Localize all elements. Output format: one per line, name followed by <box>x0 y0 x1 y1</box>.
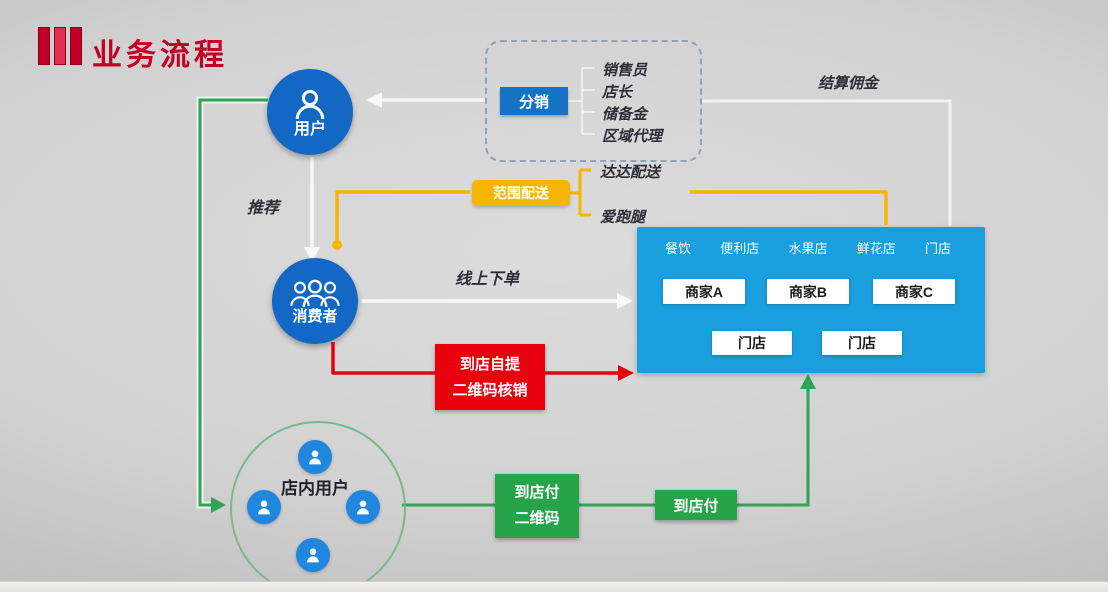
settle-label: 结算佣金 <box>818 74 879 92</box>
consumer-group-icon <box>289 278 341 308</box>
store-box-2: 门店 <box>822 331 902 355</box>
instore-users-circle <box>230 421 406 592</box>
distribution-item-salesperson: 销售员 <box>602 61 648 79</box>
merchant-a-box: 商家A <box>663 279 745 304</box>
settle-line <box>700 99 952 226</box>
delivery-line-dot <box>332 240 342 250</box>
slide-bottom-strip <box>0 581 1108 592</box>
range-delivery-label: 范围配送 <box>493 185 549 201</box>
distribution-group-box <box>485 40 702 162</box>
delivery-option-dada: 达达配送 <box>600 163 661 181</box>
pay-box: 到店付 <box>655 490 737 520</box>
distribution-chip: 分销 <box>500 87 568 115</box>
pay-flow-arrowhead <box>800 374 816 389</box>
tab-fruit-store[interactable]: 水果店 <box>788 241 828 256</box>
merchant-c-box: 商家C <box>873 279 955 304</box>
user-label: 用户 <box>293 120 326 138</box>
merchant-b-box: 商家B <box>767 279 849 304</box>
tab-store[interactable]: 门店 <box>924 241 951 256</box>
pay-qr-line2: 二维码 <box>514 510 560 527</box>
online-order-arrowhead <box>617 293 633 309</box>
distribution-label: 分销 <box>518 93 549 111</box>
delivery-line-left <box>335 190 470 240</box>
user-node: 用户 <box>267 69 353 155</box>
instore-user-icon-left <box>247 490 281 524</box>
logo-bar <box>70 27 82 65</box>
delivery-option-paotui: 爱跑腿 <box>600 208 646 226</box>
pickup-line1: 到店自提 <box>459 356 520 373</box>
merchant-panel-tabs: 餐饮 便利店 水果店 鲜花店 门店 <box>637 227 985 257</box>
instore-user-icon-top <box>298 440 332 474</box>
pickup-arrowhead <box>618 365 634 381</box>
tab-catering[interactable]: 餐饮 <box>665 241 692 256</box>
instore-flow-arrowhead <box>211 497 226 513</box>
delivery-bracket <box>570 168 591 217</box>
consumer-label: 消费者 <box>292 307 338 325</box>
distribution-item-agent: 区域代理 <box>602 127 663 145</box>
title-logo <box>38 27 86 70</box>
online-order-label: 线上下单 <box>455 269 520 288</box>
user-icon <box>292 87 328 121</box>
pay-qr-line1: 到店付 <box>514 484 560 501</box>
logo-bar <box>54 27 66 65</box>
merchant-panel: 餐饮 便利店 水果店 鲜花店 门店 商家A 商家B 商家C 门店 门店 <box>637 227 985 373</box>
logo-bar <box>38 27 50 65</box>
instore-user-icon-bottom <box>296 538 330 572</box>
instore-users-label: 店内用户 <box>281 479 349 498</box>
page-title: 业务流程 <box>92 39 228 72</box>
delivery-line-right <box>690 190 888 225</box>
instore-user-icon-right <box>346 490 380 524</box>
pickup-box: 到店自提 二维码核销 <box>435 344 545 410</box>
distribution-item-manager: 店长 <box>602 83 633 101</box>
recommend-label: 推荐 <box>247 198 280 217</box>
distribution-arrowhead <box>366 92 382 108</box>
pay-label: 到店付 <box>673 497 719 515</box>
tab-flower-store[interactable]: 鲜花店 <box>856 241 896 256</box>
consumer-node: 消费者 <box>272 258 358 344</box>
range-delivery-chip: 范围配送 <box>472 180 570 206</box>
pickup-line2: 二维码核销 <box>452 382 528 399</box>
tab-convenience-store[interactable]: 便利店 <box>720 241 760 256</box>
store-box-1: 门店 <box>712 331 792 355</box>
distribution-item-reserve: 储备金 <box>602 105 648 123</box>
pay-qr-box: 到店付 二维码 <box>495 474 579 538</box>
